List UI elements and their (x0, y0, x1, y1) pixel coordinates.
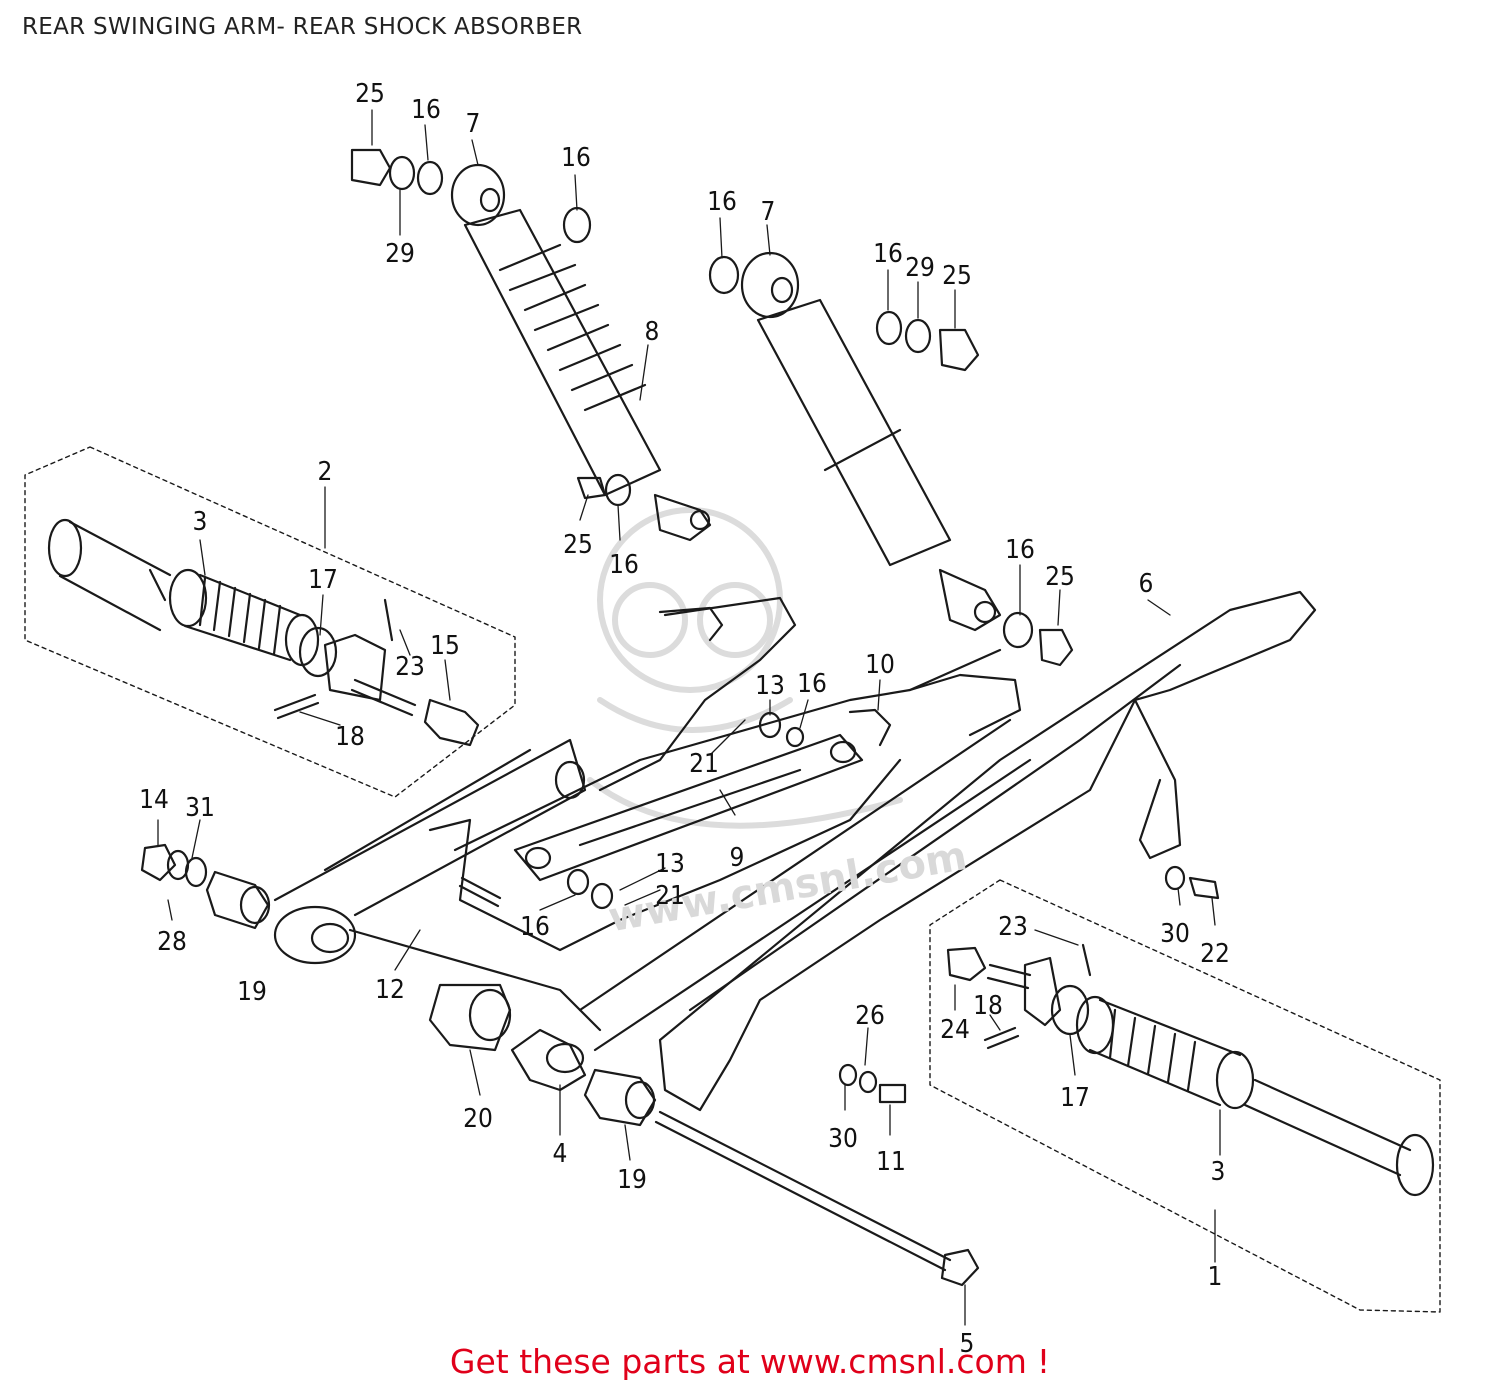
part-label: 19 (237, 977, 267, 1007)
part-label: 16 (609, 550, 639, 580)
part-label: 16 (411, 95, 441, 125)
left-cushion-shaft (47, 518, 172, 632)
footer-suffix: ! (1036, 1342, 1051, 1381)
part-label: 14 (139, 785, 169, 815)
part-label: 1 (1208, 1262, 1223, 1292)
cotter-pin-23-left (383, 598, 394, 642)
part-label: 30 (828, 1124, 858, 1154)
part-label: 23 (395, 652, 425, 682)
part-label: 29 (385, 239, 415, 269)
part-label: 11 (876, 1147, 906, 1177)
part-label: 2 (318, 457, 333, 487)
part-label: 25 (355, 79, 385, 109)
left-cushion-spring (168, 568, 320, 667)
pin-18-left (273, 693, 320, 720)
rear-shock-absorber-right (740, 251, 1002, 632)
part-label: 6 (1139, 569, 1154, 599)
part-label: 16 (561, 143, 591, 173)
part-label: 3 (193, 507, 208, 537)
part-label: 5 (960, 1329, 975, 1359)
washer-17-left (298, 626, 338, 678)
part-label: 26 (855, 1001, 885, 1031)
assembly-box-right (929, 879, 1441, 1313)
part-label: 25 (942, 261, 972, 291)
part-label: 21 (689, 749, 719, 779)
part-label: 18 (973, 991, 1003, 1021)
part-label: 25 (563, 530, 593, 560)
torque-link-9 (513, 733, 864, 882)
page-title: REAR SWINGING ARM- REAR SHOCK ABSORBER (22, 14, 583, 40)
leader-lines (157, 109, 1221, 1326)
part-label: 20 (463, 1104, 493, 1134)
part-label: 7 (761, 197, 776, 227)
part-label: 12 (375, 975, 405, 1005)
swing-arm (273, 596, 1032, 1092)
shock-right-hardware (708, 255, 1074, 667)
part-label: 16 (1005, 535, 1035, 565)
part-label: 4 (553, 1139, 568, 1169)
watermark-logo (587, 507, 903, 829)
part-label: 22 (1200, 939, 1230, 969)
part-label: 24 (940, 1015, 970, 1045)
adjuster-bracket-left (323, 633, 387, 702)
footer-link[interactable]: www.cmsnl.com (759, 1342, 1027, 1381)
right-cushion-assembly (946, 943, 1435, 1197)
part-label: 28 (157, 927, 187, 957)
part-label: 17 (308, 565, 338, 595)
part-label: 31 (185, 793, 215, 823)
assembly-box-left (24, 446, 516, 798)
bushings-center (428, 983, 657, 1127)
part-label: 13 (755, 671, 785, 701)
part-label: 9 (730, 843, 745, 873)
part-label: 3 (1211, 1157, 1226, 1187)
part-label: 30 (1160, 919, 1190, 949)
part-label: 7 (466, 109, 481, 139)
part-label: 8 (645, 317, 660, 347)
shock-left-top-hardware (350, 148, 592, 244)
part-label: 16 (797, 669, 827, 699)
footer-prefix: Get these parts at (449, 1342, 750, 1381)
part-label: 16 (520, 912, 550, 942)
part-label: 15 (430, 631, 460, 661)
small-hardware (458, 606, 1220, 1104)
part-label: 19 (617, 1165, 647, 1195)
part-label: 29 (905, 253, 935, 283)
part-label: 23 (998, 912, 1028, 942)
bushings-left (140, 843, 271, 930)
chain-case-6 (658, 590, 1317, 1112)
adjuster-bolt-left (350, 678, 417, 717)
part-label: 17 (1060, 1083, 1090, 1113)
part-label: 25 (1045, 562, 1075, 592)
part-number-labels: 25 16 7 16 29 16 7 16 29 25 8 2 3 17 23 … (139, 79, 1230, 1359)
nut-15 (423, 698, 480, 747)
part-label: 16 (707, 187, 737, 217)
part-label: 13 (655, 849, 685, 879)
pivot-axle-5 (654, 1110, 980, 1287)
part-label: 18 (335, 722, 365, 752)
part-label: 16 (873, 239, 903, 269)
part-label: 21 (655, 881, 685, 911)
part-label: 10 (865, 650, 895, 680)
